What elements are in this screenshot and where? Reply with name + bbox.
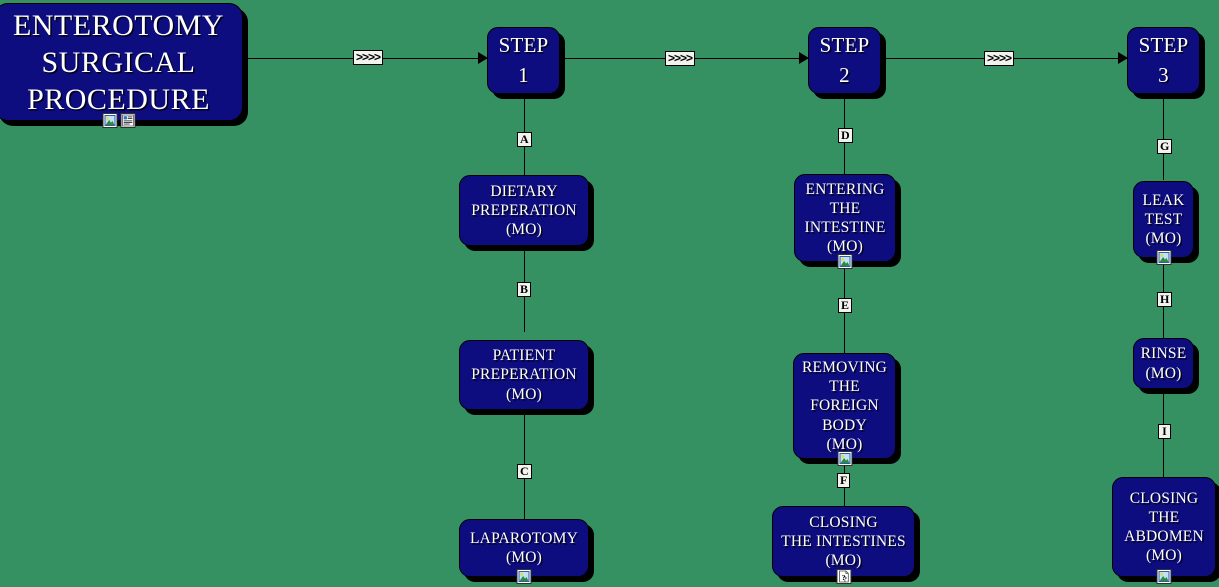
node-step-2[interactable]: STEP 2 (808, 27, 881, 94)
connector-step3-to-leaktest (1163, 95, 1164, 180)
node-closing-the-abdomen[interactable]: CLOSING THE ABDOMEN (MO) (1112, 477, 1216, 584)
document-icon[interactable] (120, 113, 135, 128)
connector-badge-b: B (517, 282, 532, 297)
node-laparotomy[interactable]: LAPAROTOMY (MO) (459, 519, 589, 584)
node-label: CLOSING THE ABDOMEN (MO) (1124, 489, 1204, 565)
node-label: ENTERING THE INTESTINE (MO) (804, 180, 886, 256)
connector-badge-i: I (1158, 424, 1171, 439)
arrowhead-step1 (478, 52, 488, 64)
node-rinse[interactable]: RINSE (MO) (1133, 338, 1194, 389)
node-icon-group: ? (836, 569, 851, 584)
node-icon-group (837, 451, 852, 466)
node-label: REMOVING THE FOREIGN BODY (MO) (801, 359, 888, 453)
node-dietary-preperation[interactable]: DIETARY PREPERATION (MO) (459, 175, 589, 246)
connector-badge-c: C (517, 464, 532, 479)
node-label: RINSE (MO) (1140, 345, 1187, 382)
connector-badge-h: H (1157, 292, 1173, 307)
node-label: ENTEROTOMY SURGICAL PROCEDURE (12, 9, 225, 116)
connector-badge-f: F (837, 473, 851, 488)
node-label: DIETARY PREPERATION (MO) (471, 182, 577, 239)
node-closing-the-intestines[interactable]: CLOSING THE INTESTINES (MO) ? (772, 506, 915, 584)
flow-marker-2: >>>> (665, 51, 696, 66)
node-icon-group (1156, 250, 1171, 265)
node-label: CLOSING THE INTESTINES (MO) (781, 513, 906, 570)
help-document-icon[interactable]: ? (836, 569, 851, 584)
connector-badge-g: G (1157, 139, 1173, 154)
node-label: STEP 3 (1138, 32, 1189, 87)
node-step-1[interactable]: STEP 1 (487, 27, 560, 94)
image-icon[interactable] (837, 451, 852, 466)
node-step-3[interactable]: STEP 3 (1127, 27, 1200, 94)
connector-badge-e: E (838, 298, 853, 313)
node-icon-group (837, 254, 853, 269)
flow-marker-3: >>>> (984, 51, 1015, 66)
node-patient-preperation[interactable]: PATIENT PREPERATION (MO) (459, 340, 589, 410)
node-label: STEP 1 (498, 32, 549, 87)
node-entering-the-intestine[interactable]: ENTERING THE INTESTINE (MO) (794, 174, 896, 269)
image-icon[interactable] (102, 113, 117, 128)
svg-text:?: ? (841, 573, 845, 582)
node-enterotomy-surgical-procedure[interactable]: ENTEROTOMY SURGICAL PROCEDURE (0, 3, 243, 128)
node-leak-test[interactable]: LEAK TEST (MO) (1133, 181, 1194, 265)
node-label: LEAK TEST (MO) (1142, 191, 1185, 248)
connector-badge-d: D (838, 128, 853, 143)
node-label: PATIENT PREPERATION (MO) (471, 347, 577, 403)
connector-badge-a: A (517, 132, 532, 147)
arrowhead-step2 (799, 52, 809, 64)
node-icon-group (1156, 569, 1172, 584)
image-icon[interactable] (1156, 569, 1172, 584)
node-label: STEP 2 (819, 32, 870, 87)
node-label: LAPAROTOMY (MO) (470, 529, 578, 566)
image-icon[interactable] (516, 569, 532, 584)
node-removing-the-foreign-body[interactable]: REMOVING THE FOREIGN BODY (MO) (793, 353, 896, 466)
node-icon-group (102, 113, 135, 128)
arrowhead-step3 (1118, 52, 1128, 64)
flow-marker-1: >>>> (353, 50, 384, 65)
image-icon[interactable] (837, 254, 853, 269)
node-icon-group (516, 569, 532, 584)
image-icon[interactable] (1156, 250, 1171, 265)
